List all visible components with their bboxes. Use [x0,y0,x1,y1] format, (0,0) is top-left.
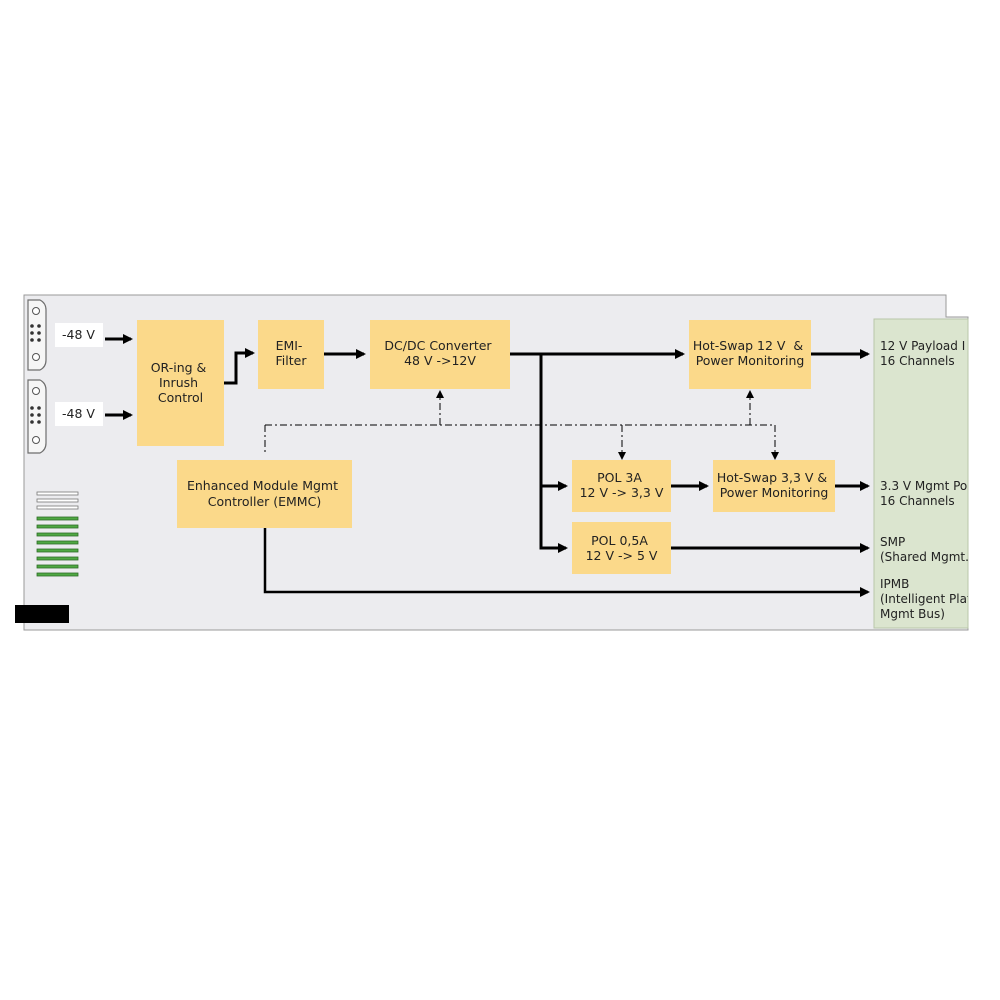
power-lines [105,334,870,553]
svg-text:EMI- Filter: EMI- Filter [276,338,308,368]
led-bar-icon [36,491,79,577]
input-label-box [55,402,103,426]
oring-inrush-block: OR-ing & Inrush Control [137,320,224,446]
svg-text:Hot-Swap 12 V & Power M: Hot-Swap 12 V & Power Monitoring [693,338,807,368]
input-label-box [55,323,103,347]
output-label-smp: SMP (Shared Mgmt. [880,535,969,564]
connector-icon [27,379,47,454]
svg-text:DC/DC Converter 48 V ->1: DC/DC Converter 48 V ->12V [384,338,495,368]
mgmt-bus-lines [264,396,776,455]
dcdc-converter-block: DC/DC Converter 48 V ->12V [370,320,510,389]
hotswap-12v-block: Hot-Swap 12 V & Power Monitoring [689,320,811,389]
svg-text:Enhanced Module Mgmt Con: Enhanced Module Mgmt Controller (EMMC) [187,478,342,509]
output-label-payload: 12 V Payload I 16 Channels [880,339,969,368]
pol-3a-block: POL 3A 12 V -> 3,3 V [572,460,671,512]
output-panel [873,318,969,629]
input-label: -48 V [62,327,95,342]
mgmt-bus-arrowheads [436,390,779,460]
output-label-ipmb: IPMB (Intelligent Plat Mgmt Bus) [880,577,976,621]
input-label: -48 V [62,406,95,421]
connector-icon [27,299,47,371]
handle-icon [15,605,69,623]
emi-filter-block: EMI- Filter [258,320,324,389]
svg-text:Hot-Swap 3,3 V & Power M: Hot-Swap 3,3 V & Power Monitoring [717,470,831,500]
output-label-mgmt-power: 3.3 V Mgmt Po 16 Channels [880,479,971,508]
emmc-block: Enhanced Module Mgmt Controller (EMMC) [177,460,352,528]
hotswap-3v3-block: Hot-Swap 3,3 V & Power Monitoring [713,460,835,512]
svg-text:POL 0,5A 12 V -> 5 V: POL 0,5A 12 V -> 5 V [586,533,658,563]
svg-text:OR-ing & Inrush Co: OR-ing & Inrush Control [151,360,211,405]
pol-05a-block: POL 0,5A 12 V -> 5 V [572,522,671,574]
ipmb-line [263,528,870,597]
svg-text:POL 3A 12 V -> 3,3 V: POL 3A 12 V -> 3,3 V [580,470,664,500]
